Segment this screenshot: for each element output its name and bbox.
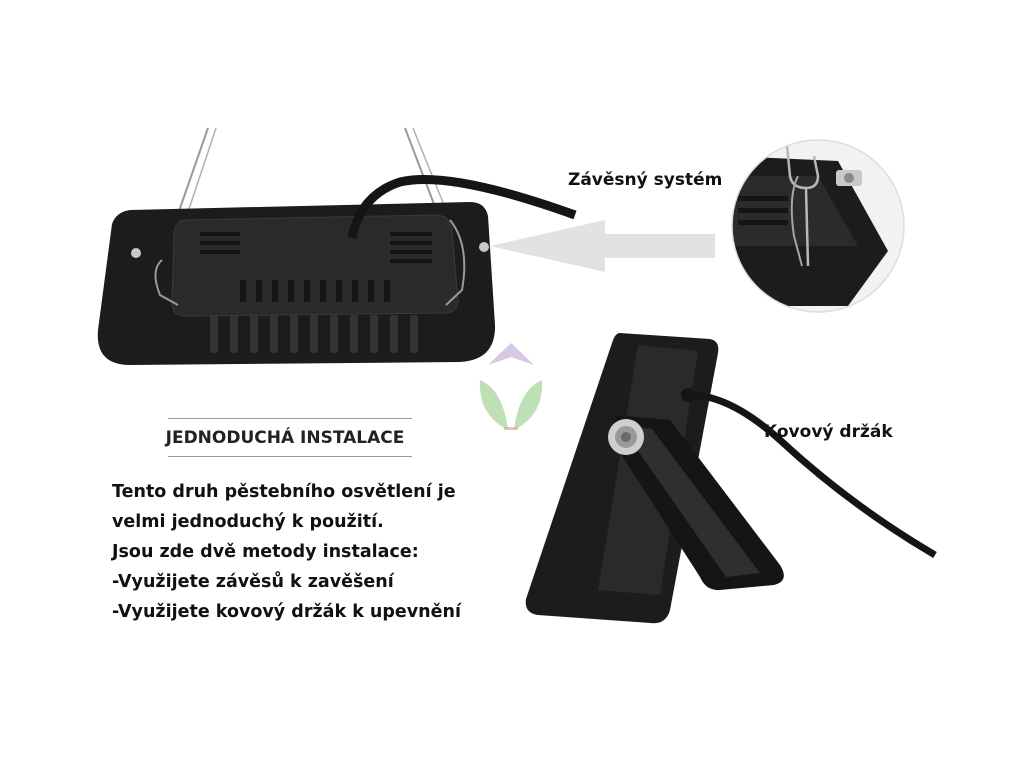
metal-bracket-label: Kovový držák — [764, 422, 893, 442]
leaf-watermark-icon — [479, 343, 543, 430]
description-line: Jsou zde dvě metody instalace: — [112, 542, 419, 562]
description-line: Tento druh pěstebního osvětlení je — [112, 482, 456, 502]
description-line: -Využijete kovový držák k upevnění — [112, 602, 461, 622]
hanging-system-label: Závěsný systém — [568, 170, 723, 190]
hook-detail-photo — [731, 139, 905, 313]
bracket-lamp-photo — [525, 333, 937, 624]
description-line: -Využijete závěsů k zavěšení — [112, 572, 394, 592]
hanging-lamp-photo — [97, 127, 577, 365]
installation-description: Tento druh pěstebního osvětlení je velmi… — [112, 477, 512, 627]
installation-heading: JEDNODUCHÁ INSTALACE — [165, 428, 405, 448]
arrow-left-icon — [490, 220, 715, 272]
description-line: velmi jednoduchý k použití. — [112, 512, 384, 532]
